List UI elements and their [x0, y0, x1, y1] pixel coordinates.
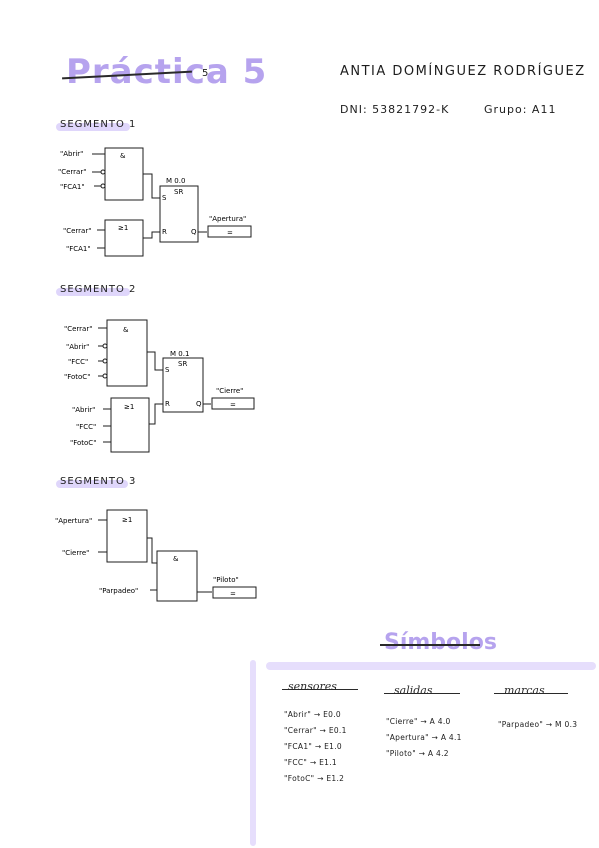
seg3-in-parpadeo: "Parpadeo" [99, 587, 138, 595]
symbols-title: Símbolos [384, 630, 497, 655]
seg3-out: "Piloto" [213, 576, 239, 584]
salidas-list: "Cierre" → A 4.0 "Apertura" → A 4.1 "Pil… [386, 717, 462, 758]
seg1-in-abrir: "Abrir" [60, 150, 83, 158]
seg1-and-symbol: & [120, 152, 126, 160]
seg2-q-pin: Q [196, 400, 202, 408]
seg3-in-cierre: "Cierre" [62, 549, 89, 557]
seg1-r-pin: R [162, 228, 167, 236]
sensor-row-1: "Cerrar" → E0.1 [284, 726, 347, 735]
seg2-in-fotoc2: "FotoC" [70, 439, 96, 447]
sensores-heading-strike [282, 689, 358, 690]
seg1-coil-symbol: = [227, 229, 233, 237]
segment1-label: Segmento 1 [60, 119, 137, 130]
salidas-heading: salidas [394, 684, 433, 697]
seg2-in-fcc2: "FCC" [76, 423, 96, 431]
seg1-or-symbol: ≥1 [118, 224, 128, 232]
seg2-in-fcc: "FCC" [68, 358, 88, 366]
seg3-coil [212, 586, 257, 599]
salidas-heading-strike [384, 693, 460, 694]
sensores-heading: sensores [288, 680, 337, 693]
symbols-panel-top [266, 662, 596, 670]
seg1-in-cerrar: "Cerrar" [58, 168, 86, 176]
seg1-sr-block [159, 185, 199, 243]
seg3-or-symbol: ≥1 [122, 516, 132, 524]
group-label: Grupo: A11 [484, 103, 557, 116]
seg2-and-symbol: & [123, 326, 129, 334]
marcas-list: "Parpadeo" → M 0.3 [498, 720, 577, 729]
sensor-row-2: "FCA1" → E1.0 [284, 742, 342, 751]
sensor-row-4: "FotoC" → E1.2 [284, 774, 345, 783]
seg1-s-pin: S [162, 194, 167, 202]
seg1-in-fca1: "FCA1" [60, 183, 85, 191]
marcas-heading: marcas [504, 684, 545, 697]
marcas-heading-strike [494, 693, 568, 694]
seg3-and-block [156, 550, 198, 602]
salida-row-1: "Apertura" → A 4.1 [386, 733, 462, 742]
seg3-in-apertura: "Apertura" [55, 517, 92, 525]
seg1-sr-type: SR [174, 188, 183, 196]
sensor-row-3: "FCC" → E1.1 [284, 758, 338, 767]
seg3-coil-symbol: = [230, 590, 236, 598]
segment3-label: Segmento 3 [60, 476, 137, 487]
segment1-highlight [56, 123, 130, 131]
seg2-coil [211, 397, 255, 410]
sensor-row-0: "Abrir" → E0.0 [284, 710, 341, 719]
seg2-in-abrir: "Abrir" [66, 343, 89, 351]
seg2-s-pin: S [165, 366, 170, 374]
salida-row-2: "Piloto" → A 4.2 [386, 749, 449, 758]
author-name: Antia Domínguez Rodríguez [340, 64, 586, 79]
sensores-list: "Abrir" → E0.0 "Cerrar" → E0.1 "FCA1" → … [284, 710, 347, 783]
segment2-highlight [56, 288, 130, 296]
seg2-and-block [106, 319, 148, 387]
seg2-r-pin: R [165, 400, 170, 408]
seg2-or-block [110, 397, 150, 453]
segment2-label: Segmento 2 [60, 284, 137, 295]
seg2-coil-symbol: = [230, 401, 236, 409]
seg1-coil [207, 225, 252, 238]
salida-row-0: "Cierre" → A 4.0 [386, 717, 451, 726]
seg3-and-symbol: & [173, 555, 179, 563]
seg1-q-pin: Q [191, 228, 197, 236]
segment3-highlight [56, 480, 128, 488]
symbols-panel-left [250, 660, 256, 846]
symbols-title-strike [380, 644, 480, 646]
seg2-in-fotoc: "FotoC" [64, 373, 90, 381]
seg2-in-cerrar: "Cerrar" [64, 325, 92, 333]
dni-label: DNI: 53821792-K [340, 103, 450, 116]
seg2-out: "Cierre" [216, 387, 243, 395]
seg1-in-cerrar2: "Cerrar" [63, 227, 91, 235]
marca-row-0: "Parpadeo" → M 0.3 [498, 720, 578, 729]
seg3-or-block [106, 509, 148, 563]
seg1-out: "Apertura" [209, 215, 246, 223]
seg2-sr-block [162, 357, 204, 413]
seg1-in-fca1b: "FCA1" [66, 245, 91, 253]
seg2-sr-addr: M 0.1 [170, 350, 189, 358]
seg2-sr-type: SR [178, 360, 187, 368]
seg2-in-abrir2: "Abrir" [72, 406, 95, 414]
title-superscript: 5 [202, 68, 209, 79]
seg2-or-symbol: ≥1 [124, 403, 134, 411]
seg1-sr-addr: M 0.0 [166, 177, 185, 185]
